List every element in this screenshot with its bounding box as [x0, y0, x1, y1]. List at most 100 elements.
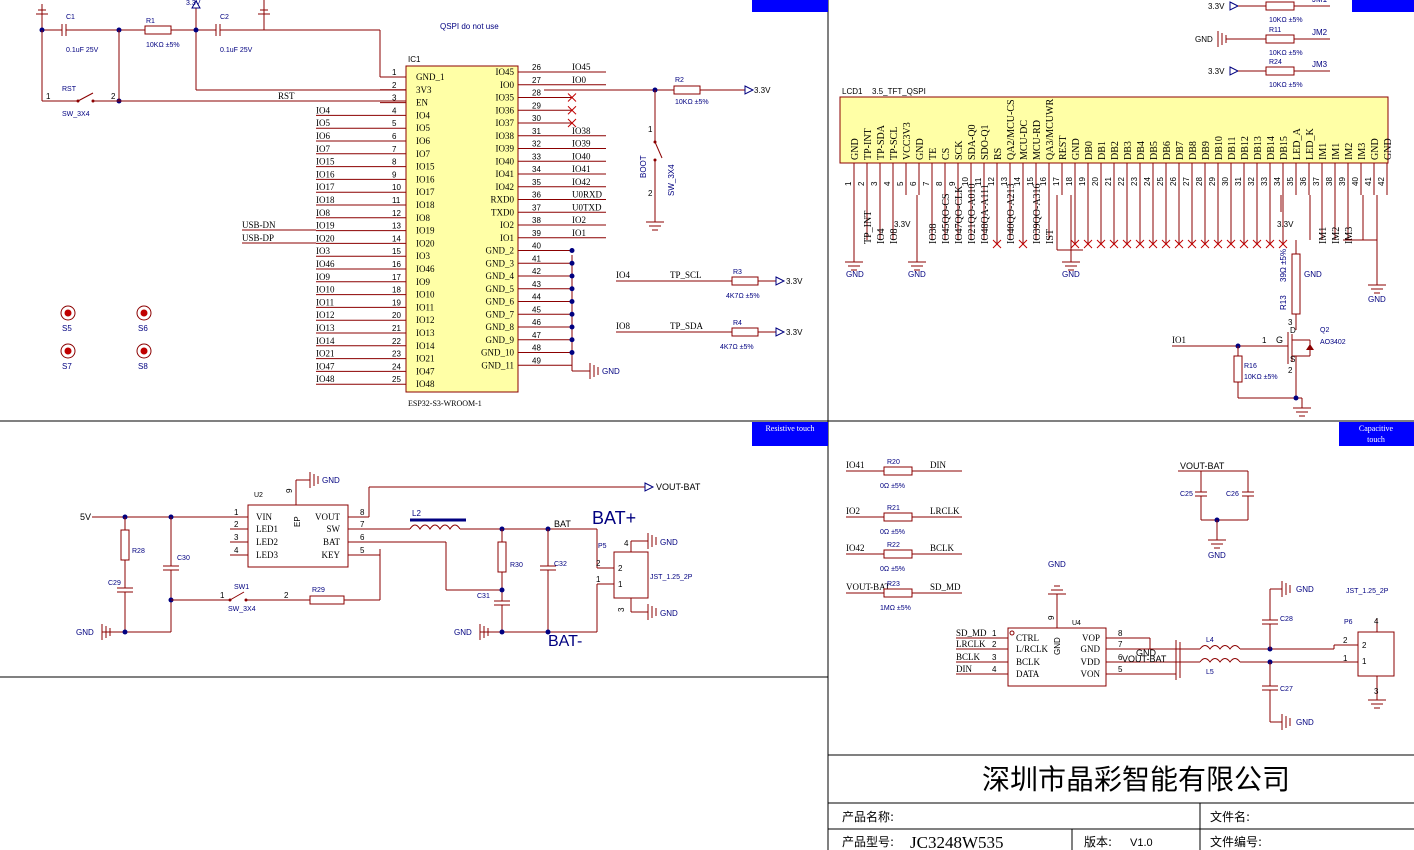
lcd-pin-number: 23: [1130, 177, 1139, 186]
mcu-pin-name: IO13: [416, 328, 435, 338]
reset-circuit: [36, 0, 406, 104]
rst-pin1: 1: [46, 92, 51, 101]
mcu-pin-name: IO41: [496, 169, 515, 179]
u4-pin-number: 1: [992, 629, 997, 638]
audio-resistor-ref: R22: [887, 542, 900, 549]
lcd-pin-number: 26: [1169, 177, 1178, 186]
u4-pin-number: 8: [1118, 629, 1123, 638]
mcu-net-label: IO19: [316, 221, 335, 231]
mcu-pin-number: 29: [532, 101, 541, 110]
lcd-pin-name: GND: [1071, 138, 1082, 160]
mcu-pin-number: 3: [392, 94, 397, 103]
im-jumper-label: JM3: [1312, 60, 1328, 69]
u2-pin-name: VIN: [256, 512, 272, 522]
sw1-part: SW_3X4: [228, 606, 256, 613]
charger-gnd-left: GND: [76, 628, 94, 637]
boot-pin2: 2: [648, 189, 653, 198]
mcu-pin-name: IO8: [416, 213, 430, 223]
lcd-pin-name: QA3/MCUWR: [1045, 99, 1056, 160]
lcd-pin-number: 9: [948, 181, 957, 186]
u4-gnd-pin-name: GND: [1053, 637, 1062, 655]
lcd-pin-name: LED_K: [1305, 128, 1316, 160]
mcu-pin-name: IO18: [416, 200, 435, 210]
no-connect-mark: [1018, 239, 1028, 249]
lcd-pin-number: 17: [1052, 177, 1061, 186]
u2-ref: U2: [254, 492, 263, 499]
im-jumper-label: JM1: [1312, 0, 1328, 4]
mcu-net-label: IO20: [316, 233, 335, 243]
im-resistor-value: 10KΩ ±5%: [1269, 50, 1303, 57]
lcd-pin-name: TE: [928, 148, 939, 160]
mcu-pin-name: EN: [416, 98, 428, 108]
mcu-pin-name: IO16: [416, 174, 435, 184]
lcd-pin-name: GND: [1383, 138, 1394, 160]
bat-minus: BAT-: [548, 633, 582, 650]
model-value: JC3248W535: [910, 833, 1004, 850]
mcu-pin-name: IO36: [496, 105, 515, 115]
p6-pin2: 2: [1343, 636, 1348, 645]
rst-pin2: 2: [111, 92, 116, 101]
junction-dot: [569, 324, 575, 330]
sw1-ref: SW1: [234, 584, 249, 591]
c31-ref: C31: [477, 593, 490, 600]
u4-gnd-net: GND: [1136, 648, 1157, 658]
u4-pin-number: 2: [992, 640, 997, 649]
mcu-net-label: U0TXD: [572, 202, 602, 212]
no-connect-mark: [1265, 239, 1275, 249]
lcd-pin-name: DB15: [1279, 136, 1290, 160]
mcu-pin-name: GND_8: [486, 322, 515, 332]
lcd-pin-number: 1: [844, 181, 853, 186]
sw1-pin1: 1: [220, 591, 225, 600]
lcd-pin-name: TP-SCL: [889, 127, 900, 160]
file-no-label: 文件编号:: [1210, 834, 1262, 849]
u4-pin-name: CTRL: [1016, 633, 1039, 643]
resistor: [1265, 1, 1295, 11]
pad-s6: S6: [138, 324, 148, 333]
q2-ref: Q2: [1320, 327, 1329, 334]
im-resistor-ref: R11: [1269, 27, 1281, 34]
junction-dot: [569, 350, 575, 355]
no-connect-mark: [1096, 239, 1106, 249]
qspi-note: QSPI do not use: [440, 22, 499, 31]
mcu-pin-name: IO45: [496, 67, 515, 77]
tp-sda-v: 3.3V: [786, 328, 803, 337]
lcd-v33: 3.3V: [1277, 220, 1294, 229]
version-value: V1.0: [1130, 837, 1153, 849]
u2-ep-num: 9: [285, 488, 294, 493]
p5-pin3: 3: [617, 607, 626, 612]
u2-pin-number: 7: [360, 520, 365, 529]
lcd-pin-number: 39: [1338, 177, 1347, 186]
mcu-pin-name: 3V3: [416, 85, 432, 95]
pad-s8: S8: [138, 362, 148, 371]
rst-net-label: RST: [278, 91, 295, 101]
mcu-pin-name: IO7: [416, 149, 430, 159]
mcu-net-label: IO41: [572, 164, 591, 174]
mcu-pin-name: GND_7: [486, 309, 515, 319]
u4-pin-name: VDD: [1081, 657, 1101, 667]
p5-g-b: 1: [618, 580, 623, 589]
ground-symbol: [36, 4, 48, 30]
u4-pin-number: 5: [1118, 665, 1123, 674]
lcd-net-label: IO38: [928, 223, 939, 244]
power-arrow: [1229, 1, 1240, 11]
mcu-pin-number: 9: [392, 170, 397, 179]
audio-resistor-ref: R20: [887, 459, 900, 466]
q2-drain: D: [1290, 326, 1296, 335]
c26-ref: C26: [1226, 491, 1239, 498]
mcu-pin-number: 47: [532, 331, 541, 340]
l4-ref: L4: [1206, 637, 1214, 644]
lcd-pin-number: 36: [1299, 177, 1308, 186]
mcu-net-label: IO13: [316, 323, 335, 333]
p6-pin1: 1: [1343, 654, 1348, 663]
lcd-pin-name: SDO-Q1: [980, 124, 991, 160]
q2-pin2: 2: [1288, 366, 1293, 375]
mcu-pin-name: IO17: [416, 187, 435, 197]
boot-ref: BOOT: [639, 155, 648, 178]
lcd-pin-number: 10: [961, 177, 970, 186]
q2-part: AO3402: [1320, 339, 1346, 346]
lcd-net-label: IO39QO-A316: [1032, 183, 1043, 244]
mcu-net-label: IO1: [572, 228, 586, 238]
lcd-pin-number: 35: [1286, 177, 1295, 186]
boot-pin1: 1: [648, 125, 653, 134]
